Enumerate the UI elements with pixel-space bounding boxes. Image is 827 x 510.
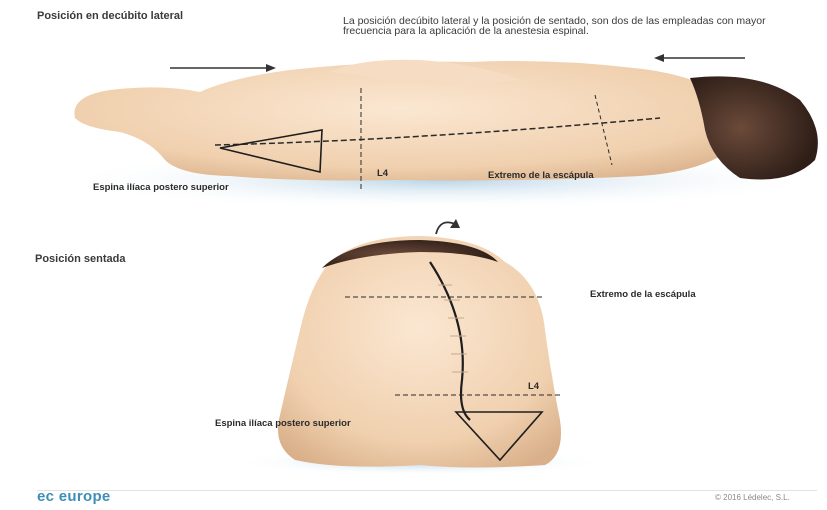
brand-name: ec europe <box>37 488 111 505</box>
lateral-label-iliac: Espina ilíaca postero superior <box>93 182 229 193</box>
lateral-section-title: Posición en decúbito lateral <box>37 10 183 22</box>
seated-body <box>278 236 561 468</box>
lateral-arrow-left <box>170 64 276 72</box>
seated-section-title: Posición sentada <box>35 253 125 265</box>
lateral-label-l4: L4 <box>377 168 388 179</box>
seated-label-l4: L4 <box>528 381 539 392</box>
seated-label-scapula: Extremo de la escápula <box>590 289 696 300</box>
footer-divider <box>37 490 817 491</box>
seated-figure <box>230 219 610 476</box>
copyright-text: © 2016 Lédelec, S.L. <box>715 493 790 502</box>
seated-label-iliac: Espina ilíaca postero superior <box>215 418 351 429</box>
lateral-description: La posición decúbito lateral y la posici… <box>343 16 813 36</box>
brand-logo: ec europe <box>37 488 111 505</box>
lateral-label-scapula: Extremo de la escápula <box>488 170 594 181</box>
lateral-arrow-right <box>654 54 745 62</box>
seated-curved-arrow <box>436 219 460 234</box>
